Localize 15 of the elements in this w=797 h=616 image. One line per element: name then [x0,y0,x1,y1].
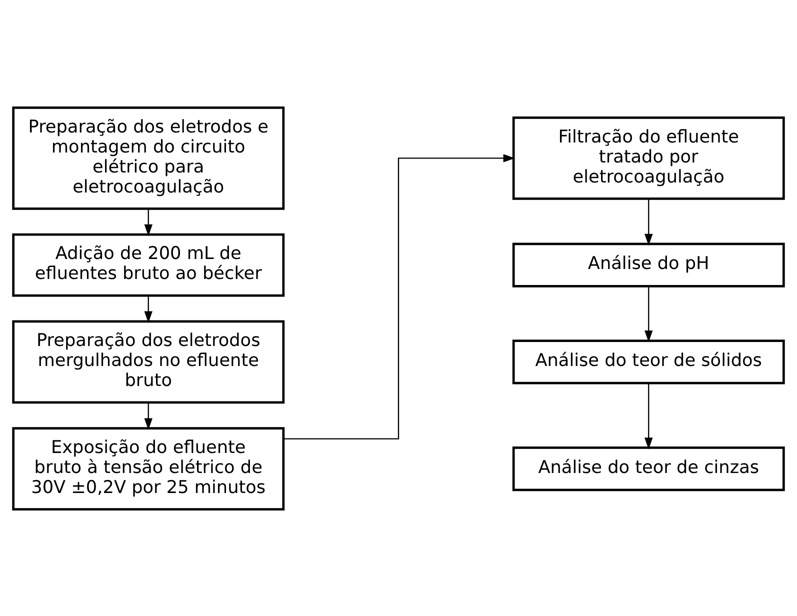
node-box: Adição de 200 mL de efluentes bruto ao bécker [12,232,285,296]
arrow [284,154,516,439]
node-box: Análise do teor de sólidos [512,339,785,384]
arrow [144,208,152,236]
node-box: Preparação dos eletrodos mergulhados no efluente bruto [12,320,285,404]
node-box: Exposição do efluente bruto à tensão elétrico de 30V ±0,2V por 25 minutos [12,426,285,510]
arrow [644,198,653,246]
node-box: Preparação dos eletrodos e montagem do circuito elétrico para eletrocoagulação [12,106,285,210]
arrow [644,383,653,449]
node-box: Análise do pH [512,242,785,287]
node-box: Filtração do efluente tratado por eletrocoagulação [512,116,785,200]
arrow [644,286,653,342]
arrow [144,295,152,322]
node-box: Análise do teor de cinzas [512,446,785,491]
arrow [144,402,152,430]
